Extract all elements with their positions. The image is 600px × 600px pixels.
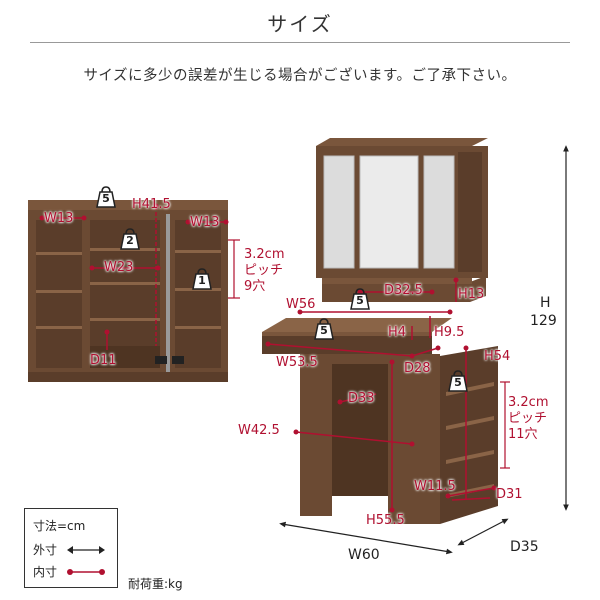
dim-label: H55.5 — [366, 513, 405, 528]
dim-label: H9.5 — [434, 325, 465, 340]
pitch-label: 3.2cm — [244, 247, 285, 262]
dim-label: W56 — [286, 297, 316, 312]
weight-badge: 5 — [446, 370, 470, 392]
weight-badge: 2 — [118, 228, 142, 250]
dim-label: H54 — [484, 349, 511, 364]
outer-arrow-icon — [67, 546, 105, 554]
legend-inner: 内寸 — [33, 565, 58, 579]
dim-label: H13 — [458, 287, 485, 302]
load-capacity-note: 耐荷重:kg — [128, 577, 183, 591]
weight-badge: 5 — [312, 318, 336, 340]
title-divider — [30, 42, 570, 43]
depth-label: D35 — [510, 539, 539, 555]
width-label: W60 — [348, 547, 380, 563]
dim-label: W23 — [104, 260, 134, 275]
dim-label: W13 — [44, 211, 74, 226]
dim-label: D33 — [348, 391, 375, 406]
dimension-legend: 寸法=cm 外寸 内寸 — [24, 508, 118, 588]
height-value: 129 — [530, 313, 557, 329]
size-disclaimer: サイズに多少の誤差が生じる場合がございます。ご了承下さい。 — [83, 68, 517, 84]
weight-badge: 1 — [190, 268, 214, 290]
height-label: H — [540, 295, 551, 311]
dim-label: W11.5 — [414, 479, 456, 494]
weight-badge: 5 — [348, 288, 372, 310]
legend-outer: 外寸 — [33, 543, 58, 557]
pitch-label: 11穴 — [508, 427, 538, 442]
pitch-label: ピッチ — [244, 263, 284, 278]
dim-label: D32.5 — [384, 283, 423, 298]
pitch-label: ピッチ — [508, 411, 548, 426]
dim-label: H41.5 — [132, 197, 171, 212]
weight-badge: 5 — [94, 186, 118, 208]
dim-label: H4 — [388, 325, 407, 340]
dresser — [262, 138, 569, 555]
pitch-label: 9穴 — [244, 279, 266, 294]
dim-label: D31 — [496, 487, 523, 502]
dim-label: W13 — [190, 215, 220, 230]
dim-label: W42.5 — [238, 423, 280, 438]
dim-label: D28 — [404, 361, 431, 376]
dim-label: W53.5 — [276, 355, 318, 370]
legend-unit: 寸法=cm — [33, 519, 86, 533]
inner-dot-line-icon — [67, 569, 105, 575]
dim-label: D11 — [90, 353, 117, 368]
pitch-label: 3.2cm — [508, 395, 549, 410]
page-title: サイズ — [267, 12, 333, 36]
